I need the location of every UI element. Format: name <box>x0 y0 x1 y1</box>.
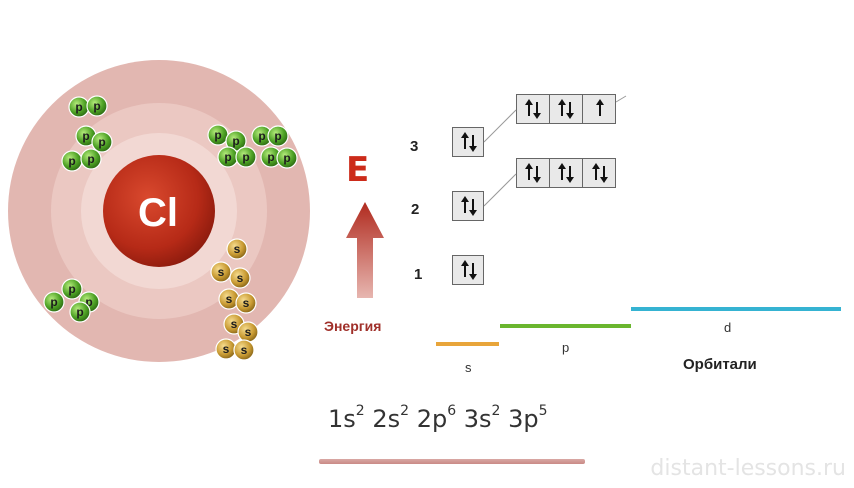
p-electron: p <box>80 148 102 170</box>
p-electron: p <box>61 278 83 300</box>
svg-text:s: s <box>245 325 252 339</box>
orbital-box-2s <box>452 191 484 221</box>
svg-text:p: p <box>75 100 82 114</box>
svg-text:p: p <box>267 150 274 164</box>
nucleus <box>103 155 215 267</box>
electron-configuration: 1s2 2s2 2p6 3s2 3p5 <box>328 403 548 433</box>
svg-text:p: p <box>85 295 92 309</box>
svg-text:p: p <box>87 152 94 166</box>
svg-text:p: p <box>76 305 83 319</box>
s-orbital-line <box>436 342 499 346</box>
p-orbital-line <box>500 324 631 328</box>
p-electron: p <box>61 150 83 172</box>
s-electron: s <box>235 292 257 314</box>
p-electron: p <box>235 146 257 168</box>
energy-axis-letter: E <box>346 150 370 190</box>
formula-underline <box>319 459 585 464</box>
orbital-box-1s <box>452 255 484 285</box>
config-term-3s: 3s2 <box>463 403 501 433</box>
p-orbital-label: p <box>562 340 570 355</box>
svg-text:s: s <box>243 296 250 310</box>
svg-text:p: p <box>68 282 75 296</box>
svg-text:s: s <box>234 242 241 256</box>
electron-pair-icon <box>517 95 550 123</box>
svg-text:s: s <box>231 317 238 331</box>
s-electron: s <box>215 338 237 360</box>
electron-pair-icon <box>550 95 583 123</box>
p-electron: p <box>43 291 65 313</box>
s-electron: s <box>226 238 248 260</box>
energy-caption: Энергия <box>324 318 382 334</box>
config-term-3p: 3p5 <box>508 403 548 433</box>
level-2-label: 2 <box>411 201 420 218</box>
electron-pair-icon <box>453 128 485 156</box>
orbital-box-3p <box>516 94 616 124</box>
svg-text:p: p <box>232 134 239 148</box>
config-term-1s: 1s2 <box>328 403 365 433</box>
p-electron: p <box>86 95 108 117</box>
element-symbol: Cl <box>138 191 178 235</box>
config-term-2p: 2p6 <box>416 403 457 433</box>
p-electron: p <box>207 124 229 146</box>
electron-single-icon <box>583 95 616 123</box>
p-electron: p <box>68 96 90 118</box>
orbital-box-2p <box>516 158 616 188</box>
svg-text:p: p <box>82 129 89 143</box>
svg-text:p: p <box>50 295 57 309</box>
s-electron: s <box>210 261 232 283</box>
p-electron: p <box>276 147 298 169</box>
s-orbital-label: s <box>465 360 472 375</box>
config-term-2s: 2s2 <box>372 403 410 433</box>
svg-text:p: p <box>242 150 249 164</box>
level-3-label: 3 <box>410 138 419 155</box>
s-electron: s <box>233 339 255 361</box>
svg-text:p: p <box>258 129 265 143</box>
svg-text:s: s <box>218 265 225 279</box>
p-electron: p <box>69 301 91 323</box>
p-electron: p <box>267 125 289 147</box>
orbitals-caption: Орбитали <box>683 356 757 373</box>
electron-pair-icon <box>517 159 550 187</box>
svg-text:p: p <box>98 135 105 149</box>
svg-text:s: s <box>237 271 244 285</box>
electron-pair-icon <box>550 159 583 187</box>
d-orbital-label: d <box>724 320 732 335</box>
svg-text:p: p <box>283 151 290 165</box>
svg-text:s: s <box>241 343 248 357</box>
energy-arrow-icon <box>346 202 384 298</box>
d-orbital-line <box>631 307 841 311</box>
level-1-label: 1 <box>414 266 423 283</box>
s-electron: s <box>237 321 259 343</box>
p-electron: p <box>217 146 239 168</box>
svg-text:s: s <box>226 292 233 306</box>
svg-text:p: p <box>224 150 231 164</box>
orbital-box-3s <box>452 127 484 157</box>
svg-text:p: p <box>68 154 75 168</box>
svg-text:p: p <box>93 99 100 113</box>
svg-text:p: p <box>214 128 221 142</box>
svg-text:s: s <box>223 342 230 356</box>
electron-pair-icon <box>453 192 485 220</box>
electron-pair-icon <box>583 159 616 187</box>
watermark: distant-lessons.ru <box>650 456 846 481</box>
p-electron: p <box>91 131 113 153</box>
s-electron: s <box>229 267 251 289</box>
svg-text:p: p <box>274 129 281 143</box>
electron-pair-icon <box>453 256 485 284</box>
